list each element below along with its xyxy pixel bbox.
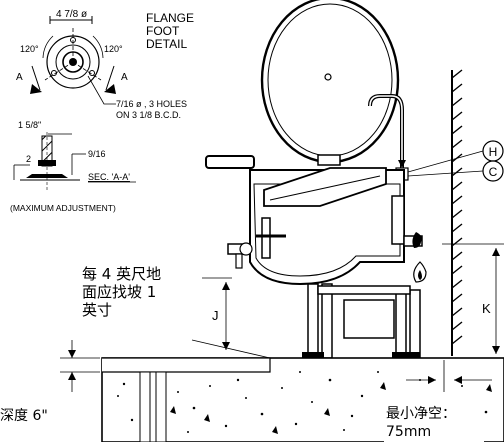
slope-note-line3: 英寸 xyxy=(82,301,112,319)
dimension-k: K xyxy=(442,243,504,354)
dim-9-16-label: 9/16 xyxy=(88,149,106,159)
cold-water-callout: C xyxy=(489,165,498,179)
flange-title-line3: DETAIL xyxy=(146,37,187,51)
dim-1-5-8-label: 1 5/8" xyxy=(18,120,41,130)
flange-foot-detail: 4 7/8 ø 120° 120° A A FLANGE FOOT DETAIL… xyxy=(10,9,194,213)
slope-note-line2: 面应找坡 1 xyxy=(82,283,156,301)
max-adjustment-label: (MAXIMUM ADJUSTMENT) xyxy=(10,203,116,213)
clearance-note-line1: 最小净空： xyxy=(386,406,456,422)
dimension-j: J xyxy=(202,277,232,350)
slope-note-line1: 每 4 英尺地 xyxy=(82,265,161,283)
section-aa-label: SEC. 'A-A' xyxy=(88,172,130,182)
hot-water-callout: H xyxy=(489,145,498,159)
lid-knob-icon xyxy=(324,73,332,81)
floor-slope-indicator xyxy=(60,339,271,392)
holes-note-line2: ON 3 1/8 B.C.D. xyxy=(116,110,181,120)
dim-2-label: 2 xyxy=(26,154,31,164)
tilting-kettle: H C xyxy=(205,0,504,359)
gas-flame-icon xyxy=(413,261,427,283)
holes-note-line1: 7/16 ø , 3 HOLES xyxy=(116,99,187,109)
wall xyxy=(451,69,463,356)
clearance-dimension xyxy=(406,360,492,392)
flange-title-line1: FLANGE xyxy=(146,11,194,25)
angle-right-label: 120° xyxy=(104,44,123,54)
kettle-lid xyxy=(260,0,400,164)
dim-j-label: J xyxy=(212,308,219,323)
section-arrow-left-icon xyxy=(30,84,42,94)
depth-note: 深度 6" xyxy=(0,408,48,424)
flange-title-line2: FOOT xyxy=(146,24,180,38)
section-a-left: A xyxy=(16,72,23,83)
section-arrow-right-icon xyxy=(104,84,116,94)
flange-diameter-label: 4 7/8 ø xyxy=(56,9,87,20)
angle-left-label: 120° xyxy=(20,44,39,54)
dim-k-label: K xyxy=(482,301,491,316)
clearance-note-line2: 75mm xyxy=(386,424,431,440)
section-a-right: A xyxy=(121,72,128,83)
